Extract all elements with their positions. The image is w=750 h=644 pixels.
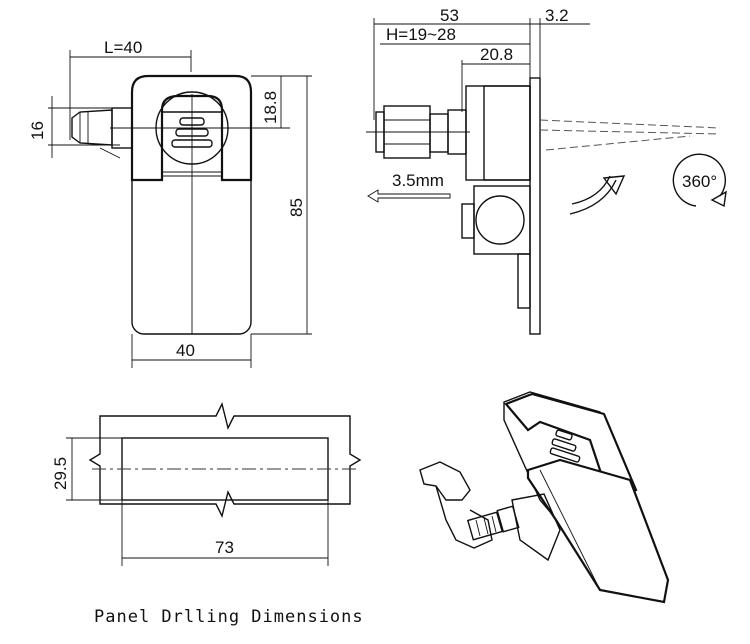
caption: Panel Drlling Dimensions <box>94 607 364 627</box>
dimension-18-8: 18.8 <box>261 91 280 124</box>
dimension-stroke: 3.5mm <box>392 171 444 190</box>
dimension-16: 16 <box>28 121 47 140</box>
dimension-grip-range: H=19~28 <box>386 25 456 44</box>
dimension-width-40: 40 <box>176 341 195 360</box>
dimension-cutout-height: 29.5 <box>51 457 70 490</box>
dimension-85: 85 <box>287 198 306 217</box>
front-view: L=40 16 18.8 85 <box>28 38 312 368</box>
rotation-label: 360° <box>682 172 717 191</box>
dimension-20-8: 20.8 <box>480 45 513 64</box>
side-view: 53 3.2 H=19~28 20.8 <box>366 6 727 335</box>
dimension-53: 53 <box>440 6 459 25</box>
isometric-view <box>419 391 670 604</box>
dimension-cutout-width: 73 <box>215 538 234 557</box>
dimension-length: L=40 <box>104 38 142 57</box>
panel-drilling-view: 29.5 73 Panel Drlling Dimensions <box>51 401 364 627</box>
dimension-3-2: 3.2 <box>545 6 569 25</box>
